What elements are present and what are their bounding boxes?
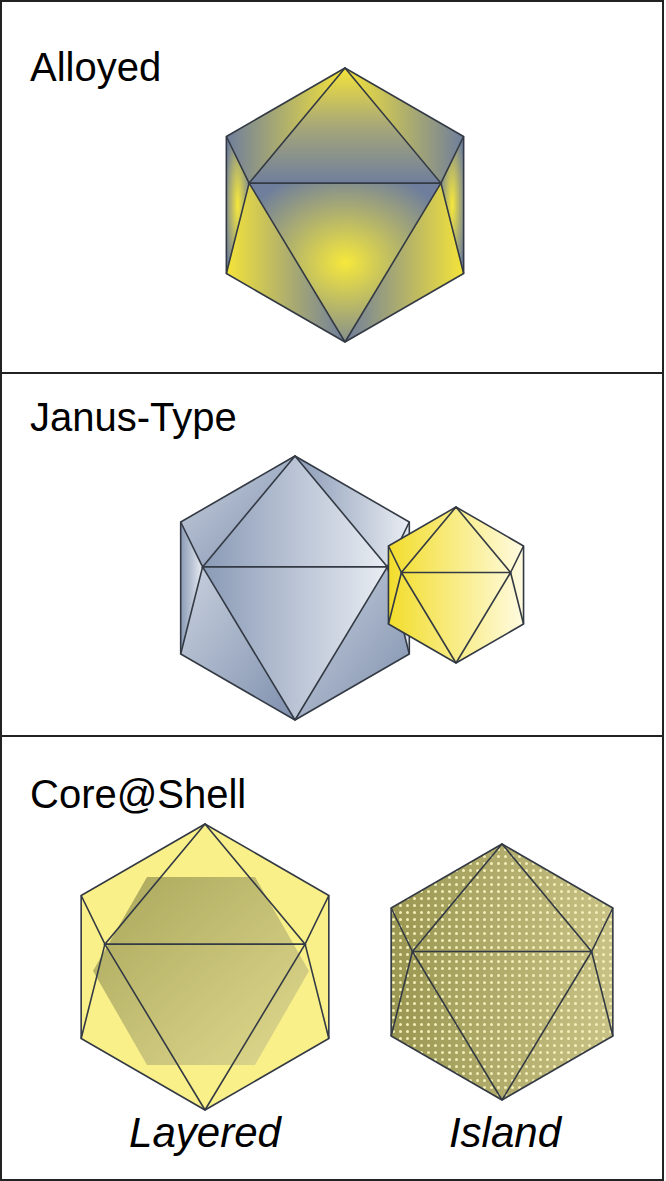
island-core-shell-particle	[391, 844, 613, 1100]
alloyed-particle	[226, 68, 463, 342]
category-panel: Janus-Type	[0, 372, 664, 737]
island-edges	[391, 844, 613, 1100]
janus-yellow-particle	[388, 507, 523, 663]
subtype-caption: Layered	[129, 1109, 281, 1157]
island-dots	[391, 844, 613, 1100]
category-panel: Alloyed	[0, 0, 664, 374]
panel-heading: Alloyed	[30, 44, 161, 90]
layered-core-shell-particle	[81, 824, 329, 1110]
panel-heading: Core@Shell	[30, 771, 246, 817]
janus-blue-particle	[181, 456, 410, 720]
category-panel: Core@Shell	[0, 735, 664, 1181]
panel-heading: Janus-Type	[30, 394, 237, 440]
subtype-caption: Island	[449, 1109, 561, 1157]
